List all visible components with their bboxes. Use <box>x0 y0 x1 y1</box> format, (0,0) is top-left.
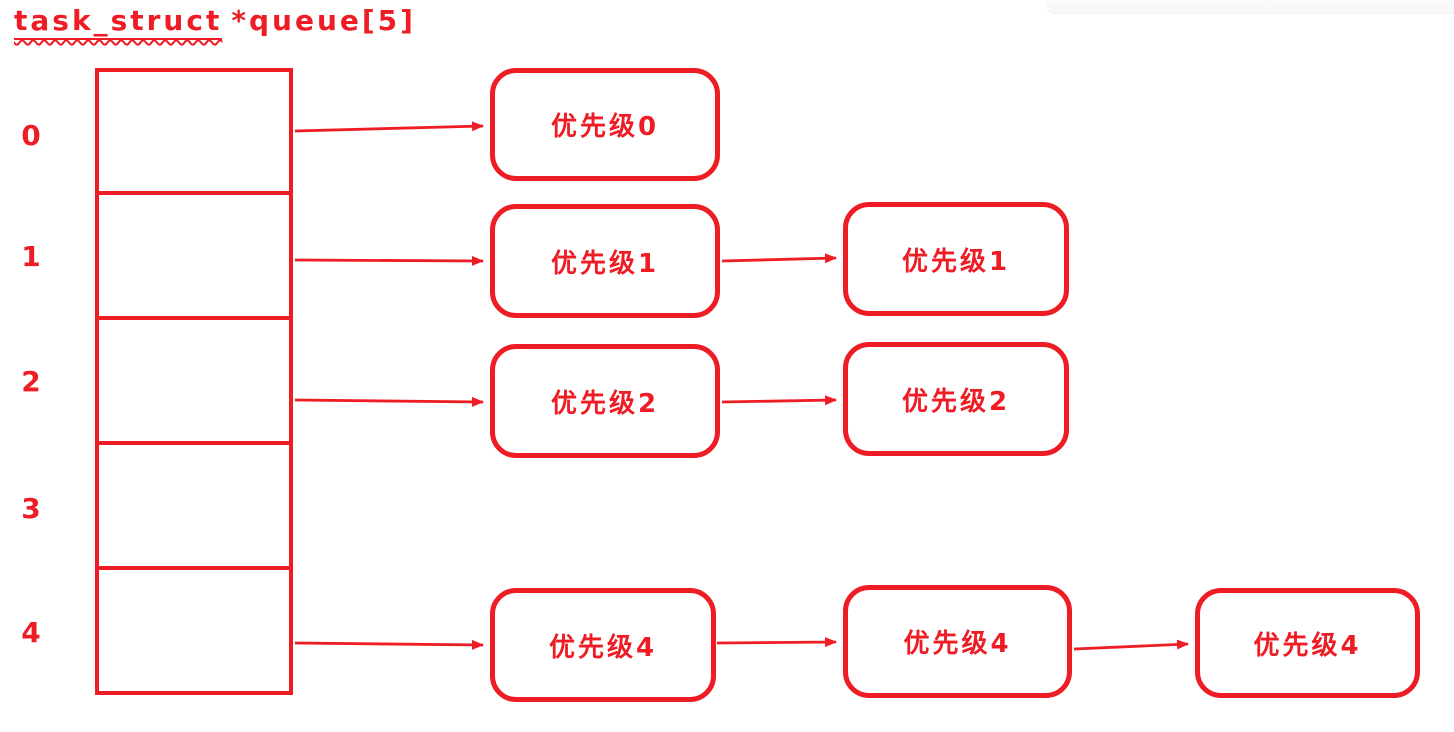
diagram-title: task_struct*queue[5] <box>14 4 416 40</box>
arrow-queue2-to-node <box>294 396 484 407</box>
task-node-priority2-1: 优先级2 <box>490 344 720 458</box>
queue-array <box>95 68 293 695</box>
arrow-priority2-next <box>721 395 837 406</box>
task-node-priority4-1: 优先级4 <box>490 588 716 702</box>
task-node-priority0-1: 优先级0 <box>490 68 720 181</box>
title-array-declaration: task_struct <box>14 4 223 40</box>
array-index-label-3: 3 <box>21 492 41 525</box>
arrow-queue1-to-node <box>294 255 484 266</box>
array-index-label-1: 1 <box>21 240 41 273</box>
arrow-queue4-to-node <box>294 639 484 650</box>
array-index-label-4: 4 <box>21 616 41 649</box>
arrow-priority1-next <box>721 253 837 264</box>
task-node-priority1-2: 优先级1 <box>843 202 1069 316</box>
arrow-priority4-next1 <box>716 637 837 648</box>
task-node-priority1-1: 优先级1 <box>490 204 720 318</box>
task-node-priority4-2: 优先级4 <box>843 585 1072 698</box>
title-array-suffix: *queue[5] <box>231 4 416 37</box>
task-node-priority2-2: 优先级2 <box>843 342 1069 456</box>
array-outline <box>95 68 293 695</box>
task-node-priority4-3: 优先级4 <box>1195 588 1420 698</box>
array-index-label-2: 2 <box>21 365 41 398</box>
array-index-label-0: 0 <box>21 119 41 152</box>
arrow-queue0-to-node <box>294 121 484 133</box>
arrow-priority4-next2 <box>1073 639 1189 651</box>
window-edge-strip <box>1047 0 1454 14</box>
